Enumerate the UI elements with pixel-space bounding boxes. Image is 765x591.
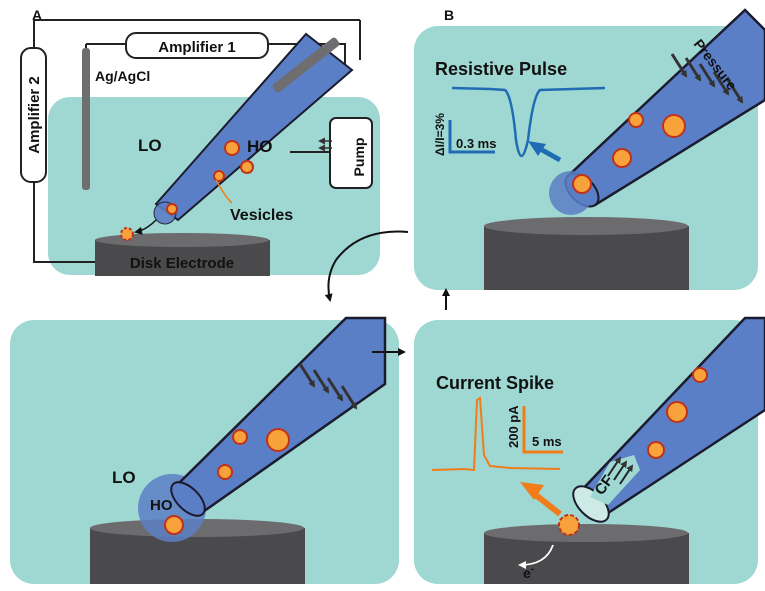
panel-a-letter: A: [32, 7, 42, 23]
electron-label: e-: [523, 564, 534, 581]
released-vesicle-d: [558, 514, 580, 536]
vesicles-pointer: [215, 179, 233, 204]
pressure-arrows: [670, 53, 744, 104]
disk-electrode-b-top: [484, 217, 688, 235]
agagcl-label: Ag/AgCl: [95, 68, 150, 84]
ho-label-c: HO: [150, 497, 173, 514]
electron-arrow: [518, 544, 554, 569]
ho-label-a: HO: [247, 137, 273, 156]
scale-bar-b: [448, 120, 495, 154]
disk-electrode-d-top: [484, 524, 688, 542]
lo-label-c: LO: [112, 468, 136, 487]
panel-b-letter: B: [444, 7, 454, 23]
agagcl-electrode: [82, 48, 90, 190]
scale-bar-d: [522, 406, 563, 454]
pump-arrows: [318, 137, 332, 152]
vesicle: [213, 170, 225, 182]
disk-electrode-top: [95, 233, 269, 247]
resistive-pulse-trace: [451, 86, 606, 158]
vesicles-label: Vesicles: [230, 207, 293, 224]
vesicle: [666, 401, 688, 423]
vesicle: [612, 148, 632, 168]
current-spike-trace: [431, 396, 561, 472]
pressure-arrows-c: [298, 363, 358, 410]
vesicle: [217, 464, 233, 480]
panel-a: A Amplifier 1 Amplifier 2 Ag/AgCl LO: [20, 7, 380, 276]
disk-electrode-c: [90, 528, 305, 584]
electron-superscript: -: [531, 564, 534, 575]
electron-symbol: e: [523, 565, 531, 581]
vesicle: [572, 174, 592, 194]
vesicle: [628, 112, 644, 128]
scale-bar-b-x: 0.3 ms: [456, 136, 496, 151]
arrow-b-to-c: [324, 230, 409, 302]
vesicle: [164, 515, 184, 535]
vesicle: [692, 367, 708, 383]
scale-bar-d-x: 5 ms: [532, 434, 562, 449]
current-spike-title: Current Spike: [436, 373, 554, 393]
bath-panel-d: [414, 320, 758, 584]
amplifier-2-box: [20, 47, 47, 183]
panel-d: D CF Current Spike 200 pA 5 ms e-: [414, 316, 765, 584]
scale-bar-b-y: ΔI/I=3%: [433, 113, 447, 156]
resistive-pulse-title: Resistive Pulse: [435, 59, 567, 79]
panel-c: C LO HO: [10, 316, 399, 584]
amplifier-1-label: Amplifier 1: [158, 39, 236, 56]
vesicle: [232, 429, 248, 445]
panel-b: B Pressure Resistive Pulse ΔI/I=3% 0.3 m…: [414, 7, 765, 290]
amplifier-1-box: [125, 32, 269, 59]
pipette-wire: [272, 37, 340, 93]
signal-arrowhead-d: [520, 482, 544, 500]
vesicle: [240, 160, 254, 174]
pump-box: [329, 117, 373, 189]
vesicle: [224, 140, 240, 156]
vesicle: [166, 203, 178, 215]
disk-electrode-label: Disk Electrode: [130, 255, 234, 272]
cf-arrows: [607, 456, 634, 485]
vesicle: [647, 441, 665, 459]
amplifier-2-label: Amplifier 2: [26, 76, 43, 154]
released-vesicle: [120, 227, 134, 241]
vesicle: [266, 428, 290, 452]
scale-bar-d-y: 200 pA: [506, 405, 521, 448]
lo-label-a: LO: [138, 136, 162, 155]
release-arrow: [134, 219, 157, 235]
signal-arrowhead-b: [528, 141, 546, 156]
disk-electrode-b: [484, 226, 689, 290]
pump-label: Pump: [351, 138, 367, 177]
pipette-tip-c: [170, 481, 206, 517]
flow-arrows: [324, 230, 450, 356]
vesicle: [662, 114, 686, 138]
